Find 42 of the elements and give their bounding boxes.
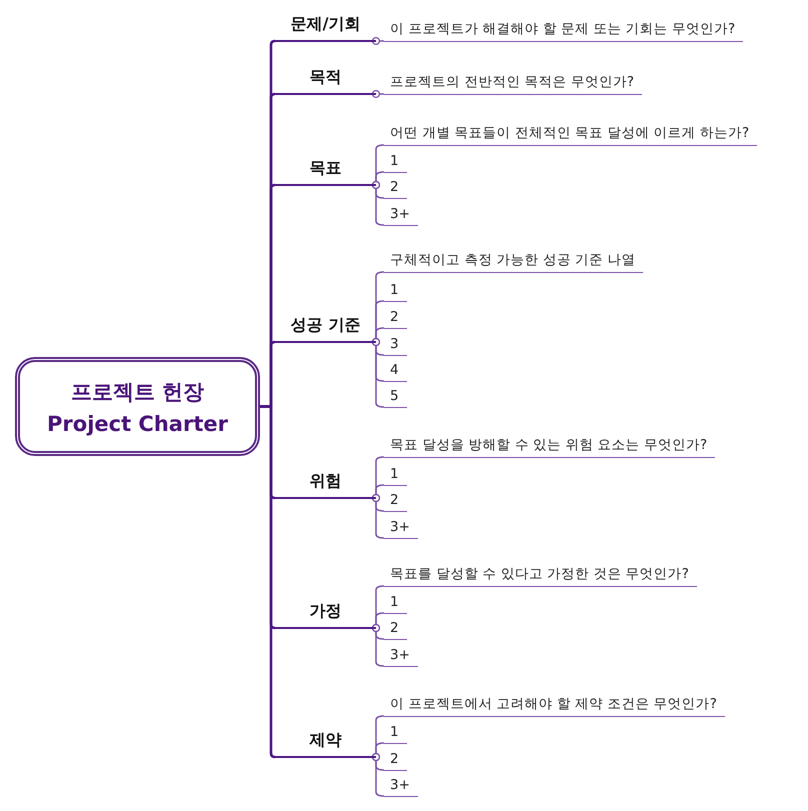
subtopic: 이 프로젝트에서 고려해야 할 제약 조건은 무엇인가? xyxy=(384,694,725,717)
connector-line xyxy=(372,752,384,797)
connector-line xyxy=(372,494,384,539)
subtopic: 1 xyxy=(384,279,407,302)
subtopic: 4 xyxy=(384,359,407,382)
subtopic: 3 xyxy=(384,333,407,356)
subtopic: 3+ xyxy=(384,516,418,539)
branch-topic: 위험 xyxy=(275,469,376,499)
subtopic: 2 xyxy=(384,748,407,771)
subtopic: 2 xyxy=(384,176,407,199)
subtopic: 어떤 개별 목표들이 전체적인 목표 달성에 이르게 하는가? xyxy=(384,123,758,146)
subtopic: 1 xyxy=(384,463,407,486)
connector-line xyxy=(372,624,384,667)
subtopic: 3+ xyxy=(384,203,418,226)
branch-topic: 문제/기회 xyxy=(275,12,376,42)
subtopic: 1 xyxy=(384,591,407,614)
connector-line xyxy=(372,36,384,46)
connector-line xyxy=(372,180,384,226)
central-topic-title: Project Charter xyxy=(47,412,228,436)
subtopic: 목표를 달성할 수 있다고 가정한 것은 무엇인가? xyxy=(384,564,697,587)
subtopic: 2 xyxy=(384,617,407,640)
branch-topic: 목표 xyxy=(275,156,376,186)
subtopic: 2 xyxy=(384,489,407,512)
subtopic: 1 xyxy=(384,150,407,173)
subtopic: 2 xyxy=(384,306,407,329)
subtopic: 프로젝트의 전반적인 목적은 무엇인가? xyxy=(384,72,642,95)
subtopic: 5 xyxy=(384,385,407,408)
branch-topic: 목적 xyxy=(275,65,376,95)
branch-topic: 성공 기준 xyxy=(275,313,376,343)
subtopic: 3+ xyxy=(384,774,418,797)
connector-line xyxy=(260,405,276,758)
subtopic: 목표 달성을 방해할 수 있는 위험 요소는 무엇인가? xyxy=(384,435,716,458)
branch-topic: 가정 xyxy=(275,599,376,629)
connector-line xyxy=(372,338,384,408)
central-topic-title: 프로젝트 헌장 xyxy=(70,378,204,406)
subtopic: 1 xyxy=(384,721,407,744)
connector-line xyxy=(372,90,384,98)
subtopic: 구체적이고 측정 가능한 성공 기준 나열 xyxy=(384,250,644,273)
branch-topic: 제약 xyxy=(275,728,376,758)
subtopic: 이 프로젝트가 해결해야 할 문제 또는 기회는 무엇인가? xyxy=(384,19,744,42)
subtopic: 3+ xyxy=(384,644,418,667)
central-topic-box xyxy=(15,357,260,456)
